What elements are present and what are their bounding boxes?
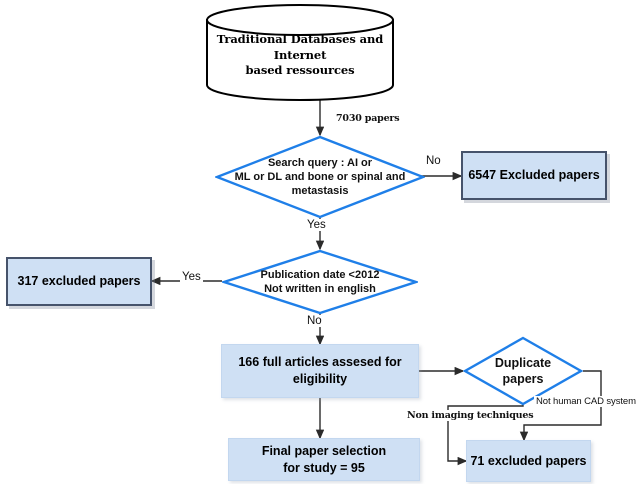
duplicate-papers-line-2: papers (502, 372, 544, 386)
duplicate-papers-line-1: Duplicate (494, 355, 552, 370)
node-excluded-317: 317 excluded papers (6, 257, 152, 306)
excluded-317-label: 317 excluded papers (17, 274, 141, 289)
node-full-articles: 166 full articles assesed for eligibilit… (221, 344, 419, 398)
full-articles-label: 166 full articles assesed for eligibilit… (238, 354, 401, 388)
node-publication-filter: Publication date <2012 Not written in en… (222, 249, 418, 315)
full-articles-line-2: eligibility (292, 372, 348, 386)
publication-filter-line-1: Publication date <2012 (260, 268, 380, 281)
cylinder-shape (206, 4, 394, 101)
source-label: Traditional Databases and Internet based… (205, 26, 395, 79)
node-excluded-71: 71 excluded papers (466, 440, 591, 482)
publication-filter-line-2: Not written in english (264, 283, 376, 295)
final-selection-label: Final paper selection for study = 95 (262, 443, 386, 477)
final-selection-line-2: for study = 95 (283, 460, 365, 475)
duplicate-papers-label: Duplicate papers (471, 355, 574, 388)
edge-label-query-no: No (424, 155, 443, 167)
final-selection-line-1: Final paper selection (261, 443, 387, 458)
node-final-selection: Final paper selection for study = 95 (228, 438, 420, 481)
edge-label-non-imaging-techniques: Non imaging techniques (405, 410, 536, 421)
source-line-2: based ressources (245, 63, 355, 78)
search-query-line-1: Search query : AI or (267, 156, 373, 169)
search-query-label: Search query : AI or ML or DL and bone o… (230, 156, 411, 199)
source-line-1: Traditional Databases and Internet (216, 32, 384, 62)
excluded-71-label: 71 excluded papers (470, 453, 587, 468)
diamond-shape-search-query (215, 135, 425, 219)
edge-label-publication-yes: Yes (180, 271, 203, 283)
node-excluded-6547: 6547 Excluded papers (461, 151, 607, 200)
edge-label-publication-no: No (305, 315, 324, 327)
full-articles-line-1: 166 full articles assesed for (238, 355, 402, 370)
node-search-query: Search query : AI or ML or DL and bone o… (215, 135, 425, 219)
publication-filter-label: Publication date <2012 Not written in en… (236, 268, 405, 297)
node-source-databases: Traditional Databases and Internet based… (205, 4, 395, 101)
edge-label-not-human-cad-system: Not human CAD system (534, 396, 638, 407)
excluded-6547-label: 6547 Excluded papers (468, 168, 600, 183)
search-query-line-2: ML or DL and bone or spinal and (234, 170, 406, 183)
search-query-line-3: metastasis (291, 185, 349, 198)
edge-label-papers-count: 7030 papers (334, 113, 402, 124)
edge-label-query-yes: Yes (305, 219, 328, 231)
